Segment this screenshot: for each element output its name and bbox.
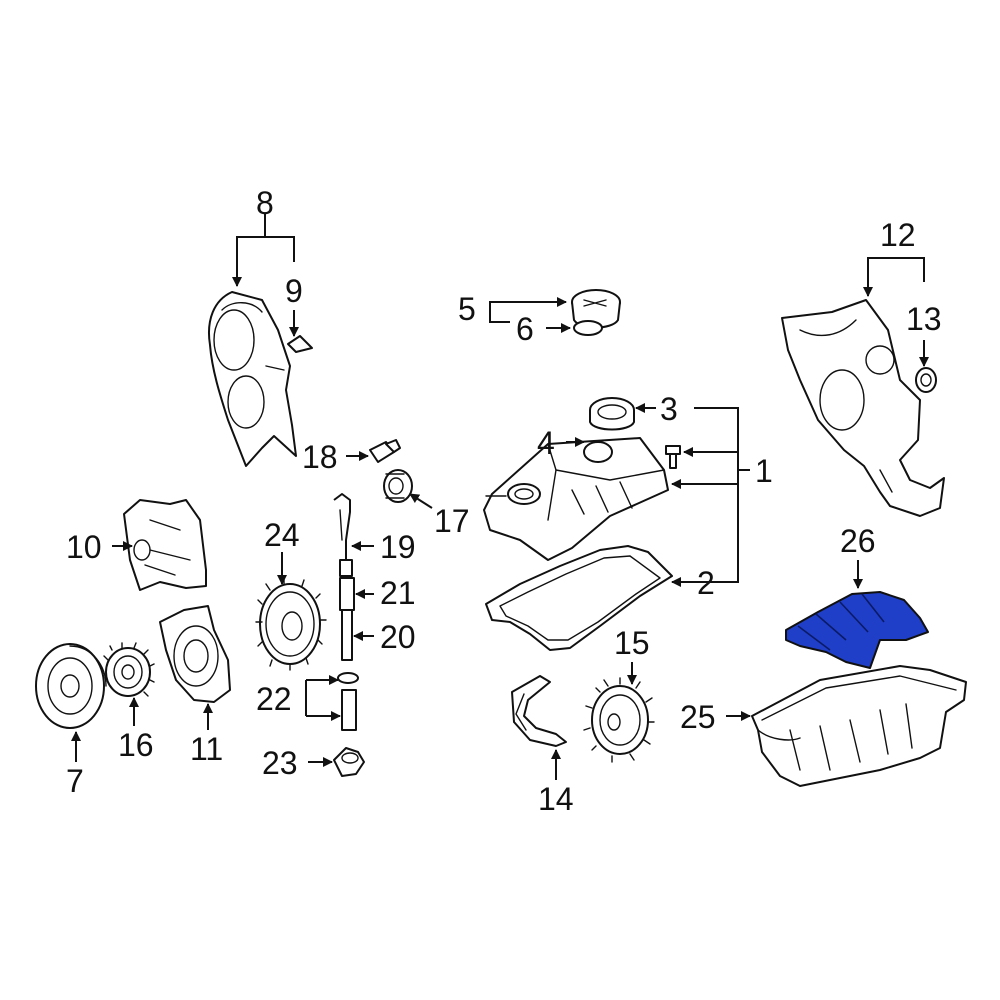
callout-20: 20 [380, 619, 416, 655]
cover-bracket [123, 499, 207, 591]
callout-13: 13 [906, 301, 942, 337]
callout-8: 8 [256, 185, 274, 221]
callout-25: 25 [680, 699, 716, 735]
oil-filler-cap [571, 289, 621, 336]
breather-seal [589, 397, 635, 431]
timing-cover-lower [159, 605, 231, 703]
callout-24: 24 [264, 517, 300, 553]
crankshaft-pulley [35, 643, 107, 729]
callout-19: 19 [380, 529, 416, 565]
callout-7: 7 [66, 763, 84, 799]
callout-9: 9 [285, 273, 303, 309]
callout-5: 5 [458, 291, 476, 327]
callout-10: 10 [66, 529, 102, 565]
cover-clip [287, 335, 313, 353]
callout-23: 23 [262, 745, 298, 781]
guide-rail [511, 675, 567, 747]
callout-14: 14 [538, 781, 574, 817]
sensor [369, 439, 401, 463]
timing-cover-rear [781, 299, 945, 517]
callout-3: 3 [660, 391, 678, 427]
callout-6: 6 [516, 311, 534, 347]
callout-26: 26 [840, 523, 876, 559]
cover-grommet [915, 367, 937, 393]
oil-pan-baffle [785, 591, 929, 669]
camshaft-sprocket [583, 677, 655, 763]
callout-17: 17 [434, 503, 470, 539]
callout-16: 16 [118, 727, 154, 763]
callout-15: 15 [614, 625, 650, 661]
callout-12: 12 [880, 217, 916, 253]
crankshaft-sprocket [103, 642, 155, 697]
callout-18: 18 [302, 439, 338, 475]
callout-22: 22 [256, 681, 292, 717]
callout-21: 21 [380, 575, 416, 611]
callout-labels: 1 2 3 4 5 6 7 8 9 10 11 12 13 14 15 16 1… [66, 185, 942, 817]
valve-cover [483, 437, 669, 561]
cover-bolt [665, 445, 681, 469]
callout-1: 1 [755, 453, 773, 489]
tone-ring [255, 577, 327, 671]
oil-level-sensor [333, 747, 365, 777]
idler-pulley [383, 469, 413, 503]
callout-2: 2 [697, 565, 715, 601]
timing-cover-upper [208, 291, 297, 467]
oil-pan [751, 665, 967, 787]
leader-lines [71, 214, 929, 780]
callout-4: 4 [537, 425, 555, 461]
oil-dipstick [333, 493, 359, 731]
callout-11: 11 [190, 731, 223, 767]
valve-cover-gasket [485, 545, 673, 651]
